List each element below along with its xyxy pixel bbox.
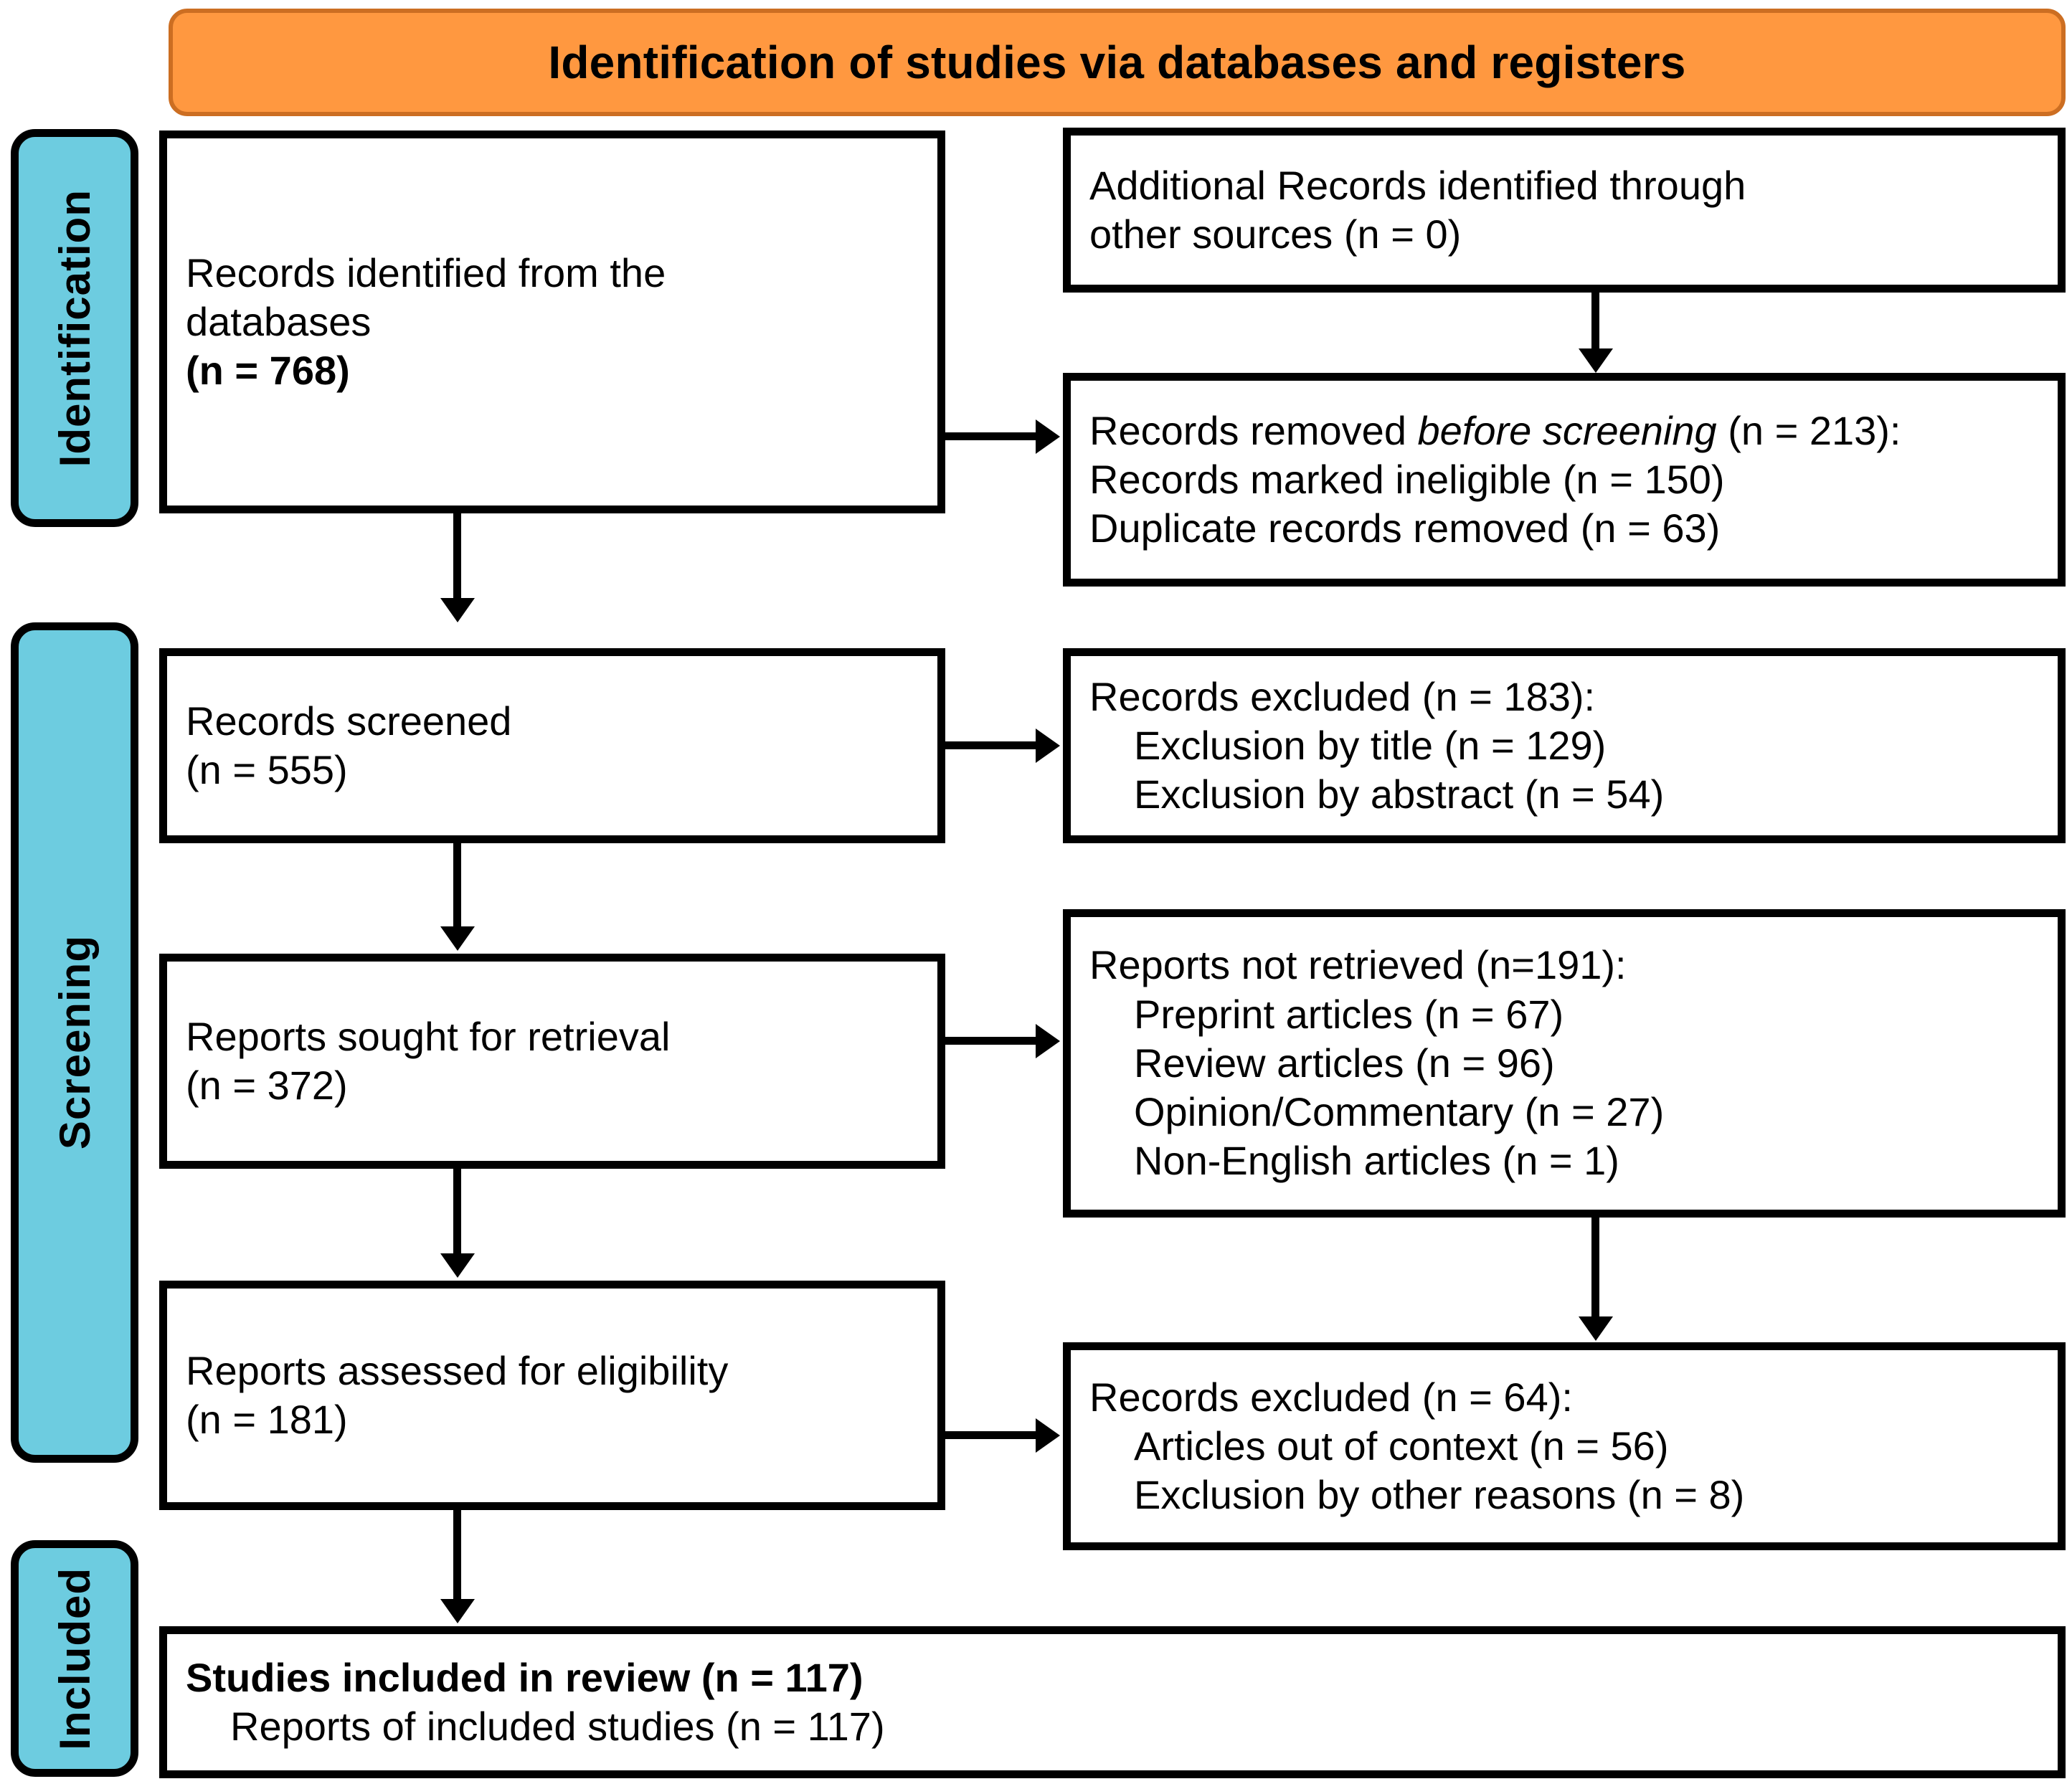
connector-additional-to-removed-arrowhead [1579,348,1613,373]
reports-sought-count: (n = 372) [186,1063,348,1108]
records-identified-line-2: databases [186,298,372,344]
records-screened-count: (n = 555) [186,747,348,792]
box-reports-assessed: Reports assessed for eligibility (n = 18… [159,1281,945,1510]
box-records-screened: Records screened (n = 555) [159,648,945,843]
stage-label-included: Included [11,1540,138,1777]
connector-assessed-to-included-line [453,1510,461,1600]
connector-sought-to-assessed-arrowhead [440,1253,475,1278]
studies-included-line-2: Reports of included studies (n = 117) [230,1704,885,1749]
stage-label-screening-text: Screening [50,935,99,1150]
connector-screened-to-sought-arrowhead [440,926,475,951]
connector-screened-to-sought-line [453,843,461,928]
records-excluded-eligibility-line-3: Exclusion by other reasons (n = 8) [1134,1472,1745,1518]
connector-notretrieved-to-excluded-line [1591,1218,1599,1318]
connector-assessed-to-excluded-line [945,1431,1037,1439]
box-records-removed: Records removed before screening (n = 21… [1063,373,2066,587]
diagram-title: Identification of studies via databases … [548,37,1686,88]
box-records-excluded-screening: Records excluded (n = 183): Exclusion by… [1063,648,2066,843]
connector-assessed-to-included-arrowhead [440,1599,475,1623]
stage-label-identification: Identification [11,129,138,527]
reports-assessed-count: (n = 181) [186,1397,348,1442]
box-studies-included: Studies included in review (n = 117) Rep… [159,1626,2066,1778]
records-excluded-screening-line-2: Exclusion by title (n = 129) [1134,722,1607,768]
records-screened-line-1: Records screened [186,698,512,744]
records-removed-pre: Records removed [1089,407,1418,453]
records-removed-emphasis: before screening [1417,407,1717,453]
records-removed-line-2: Records marked ineligible (n = 150) [1089,456,1725,502]
records-identified-line-1: Records identified from the [186,250,666,295]
connector-additional-to-removed-line [1591,293,1599,350]
diagram-title-banner: Identification of studies via databases … [169,9,2066,116]
box-reports-not-retrieved: Reports not retrieved (n=191): Preprint … [1063,909,2066,1218]
connector-sought-to-notretrieved-arrowhead [1036,1024,1060,1058]
records-removed-line-3: Duplicate records removed (n = 63) [1089,506,1721,551]
stage-label-included-text: Included [50,1567,99,1750]
connector-identified-to-removed-arrowhead [1036,419,1060,454]
reports-not-retrieved-line-1: Reports not retrieved (n=191): [1089,942,1627,988]
connector-notretrieved-to-excluded-arrowhead [1579,1316,1613,1341]
box-reports-sought: Reports sought for retrieval (n = 372) [159,954,945,1169]
connector-identified-to-screened-arrowhead [440,598,475,622]
additional-records-line-2: other sources (n = 0) [1089,212,1462,257]
reports-not-retrieved-line-2: Preprint articles (n = 67) [1134,991,1564,1037]
studies-included-line-1: Studies included in review (n = 117) [186,1654,864,1700]
connector-identified-to-removed-line [945,432,1037,440]
records-removed-post: (n = 213): [1716,407,1901,453]
stage-label-screening: Screening [11,622,138,1463]
connector-sought-to-notretrieved-line [945,1037,1037,1045]
box-records-identified: Records identified from the databases (n… [159,131,945,513]
reports-not-retrieved-line-4: Opinion/Commentary (n = 27) [1134,1089,1665,1135]
reports-assessed-line-1: Reports assessed for eligibility [186,1347,729,1393]
additional-records-line-1: Additional Records identified through [1089,162,1746,208]
records-excluded-eligibility-line-1: Records excluded (n = 64): [1089,1374,1573,1420]
connector-screened-to-excluded-arrowhead [1036,729,1060,763]
reports-not-retrieved-line-3: Review articles (n = 96) [1134,1040,1555,1086]
connector-identified-to-screened-line [453,513,461,599]
box-additional-records: Additional Records identified through ot… [1063,128,2066,293]
connector-sought-to-assessed-line [453,1169,461,1255]
connector-assessed-to-excluded-arrowhead [1036,1418,1060,1453]
records-excluded-screening-line-3: Exclusion by abstract (n = 54) [1134,772,1665,817]
records-excluded-eligibility-line-2: Articles out of context (n = 56) [1134,1423,1669,1468]
connector-screened-to-excluded-line [945,741,1037,749]
reports-not-retrieved-line-5: Non-English articles (n = 1) [1134,1138,1619,1184]
stage-label-identification-text: Identification [50,189,99,468]
records-excluded-screening-line-1: Records excluded (n = 183): [1089,673,1596,719]
box-records-excluded-eligibility: Records excluded (n = 64): Articles out … [1063,1342,2066,1550]
records-removed-line-1: Records removed before screening (n = 21… [1089,407,2039,455]
reports-sought-line-1: Reports sought for retrieval [186,1013,671,1059]
records-identified-count: (n = 768) [186,348,350,394]
